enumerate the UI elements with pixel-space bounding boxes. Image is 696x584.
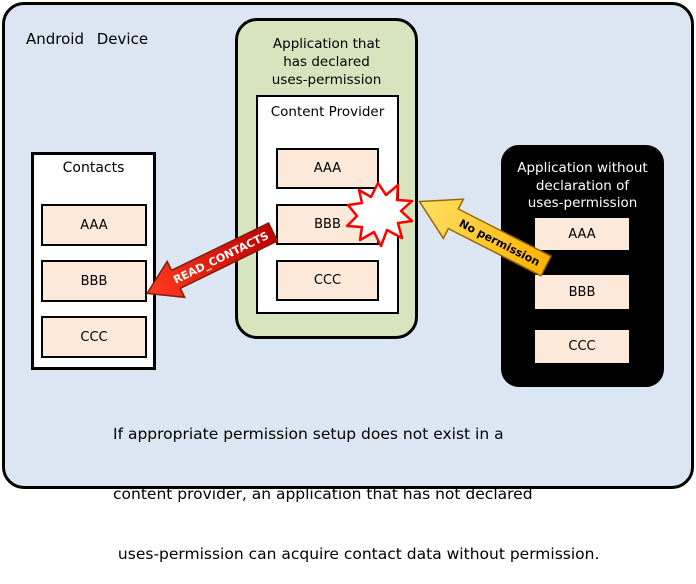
- app-declared-title-line: uses-permission: [271, 72, 382, 88]
- provider-item: AAA: [276, 148, 379, 189]
- no-permission-arrow-shape: [418, 198, 553, 277]
- caption-line: If appropriate permission setup does not…: [113, 425, 504, 443]
- read-contacts-label: READ_CONTACTS: [171, 229, 271, 286]
- app-undeclared-title-line: declaration of: [535, 177, 630, 194]
- contacts-item: CCC: [41, 316, 147, 358]
- app-declared-title-line: has declared: [283, 54, 370, 70]
- contacts-item: AAA: [41, 204, 147, 246]
- no-permission-arrow: No permission: [418, 198, 553, 277]
- no-permission-label: No permission: [457, 217, 542, 269]
- app-undeclared-title-line: Application without: [517, 160, 648, 176]
- contacts-title: Contacts: [62, 160, 125, 176]
- access-burst-icon: [345, 181, 414, 248]
- undeclared-item: BBB: [533, 273, 631, 311]
- app-undeclared-title: Application without declaration of uses-…: [501, 160, 664, 213]
- app-declared-title: Application that has declared uses-permi…: [235, 35, 418, 89]
- contacts-item: BBB: [41, 260, 147, 302]
- app-undeclared-title-line: uses-permission: [527, 195, 638, 211]
- caption-line: uses-permission can acquire contact data…: [113, 545, 600, 563]
- device-title: Android Device: [26, 30, 149, 48]
- undeclared-item: AAA: [533, 216, 631, 252]
- app-declared-title-line: Application that: [272, 36, 381, 52]
- content-provider-title: Content Provider: [270, 104, 385, 120]
- diagram-overlay: READ_CONTACTS No permission: [145, 181, 553, 299]
- read-contacts-arrow-shape: [145, 222, 279, 299]
- undeclared-item: CCC: [533, 328, 631, 365]
- read-contacts-arrow: READ_CONTACTS: [145, 222, 279, 299]
- caption-line: content provider, an application that ha…: [113, 485, 533, 503]
- provider-item: CCC: [276, 260, 379, 301]
- caption: If appropriate permission setup does not…: [113, 384, 673, 584]
